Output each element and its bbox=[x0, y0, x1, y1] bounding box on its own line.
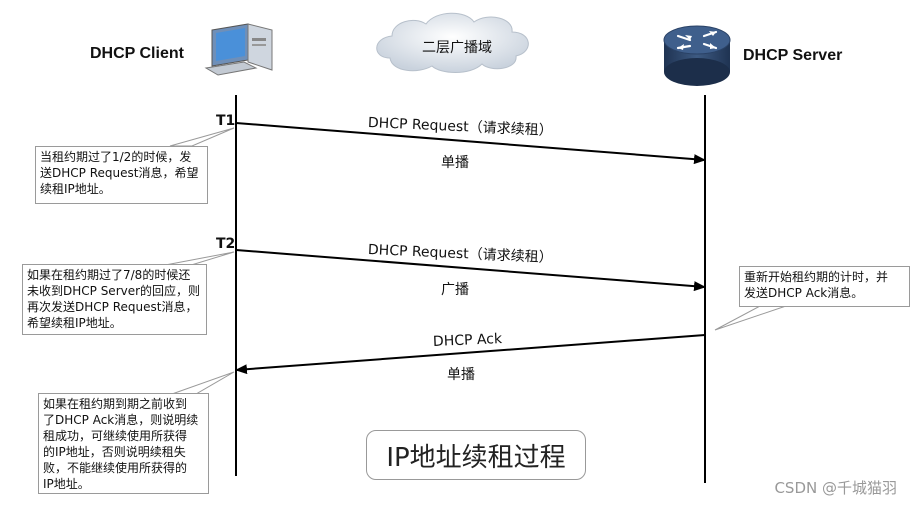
broadcast-domain-cloud bbox=[376, 12, 529, 73]
ack-label: DHCP Ack bbox=[432, 330, 503, 350]
ack-arrow bbox=[235, 334, 706, 375]
t2-label: T2 bbox=[216, 236, 236, 252]
server-note: 重新开始租约期的计时，并 发送DHCP Ack消息。 bbox=[739, 266, 910, 307]
callout-pointers bbox=[159, 127, 787, 395]
server-router-icon bbox=[663, 25, 731, 86]
diagram-title: IP地址续租过程 bbox=[366, 430, 586, 480]
request-1-mode: 单播 bbox=[441, 155, 469, 171]
request-arrow-1 bbox=[235, 122, 706, 165]
request-arrow-2 bbox=[235, 249, 706, 292]
watermark: CSDN @千城猫羽 bbox=[774, 479, 897, 497]
client-computer-icon bbox=[204, 23, 273, 76]
request-2-mode: 广播 bbox=[441, 282, 469, 298]
t1-label: T1 bbox=[216, 113, 236, 129]
ack-note: 如果在租约期到期之前收到 了DHCP Ack消息，则说明续 租成功，可继续使用所… bbox=[38, 393, 209, 494]
t2-note: 如果在租约期过了7/8的时候还 未收到DHCP Server的回应，则 再次发送… bbox=[22, 264, 207, 335]
client-label: DHCP Client bbox=[90, 45, 184, 62]
ack-mode: 单播 bbox=[447, 367, 475, 383]
server-label: DHCP Server bbox=[743, 47, 843, 64]
cloud-label: 二层广播域 bbox=[422, 40, 492, 56]
t1-note: 当租约期过了1/2的时候，发 送DHCP Request消息，希望 续租IP地址… bbox=[35, 146, 208, 204]
